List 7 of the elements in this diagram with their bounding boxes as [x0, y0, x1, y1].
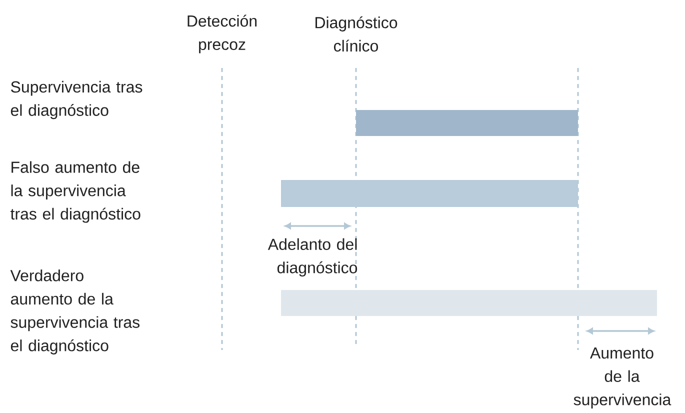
- dimension-label: Aumento de la supervivencia: [574, 348, 672, 408]
- row-label: Falso aumento de la supervivencia tras el diagnóstico: [10, 161, 140, 223]
- column-heading: Diagnóstico clínico: [316, 16, 398, 52]
- column-heading: Detección precoz: [188, 14, 257, 54]
- row-label: Supervivencia tras el diagnóstico: [10, 80, 142, 120]
- row-label: Verdadero aumento de la supervivencia tras el diagnóstico: [10, 270, 140, 354]
- dimension-label: Adelanto del diagnóstico: [268, 238, 358, 276]
